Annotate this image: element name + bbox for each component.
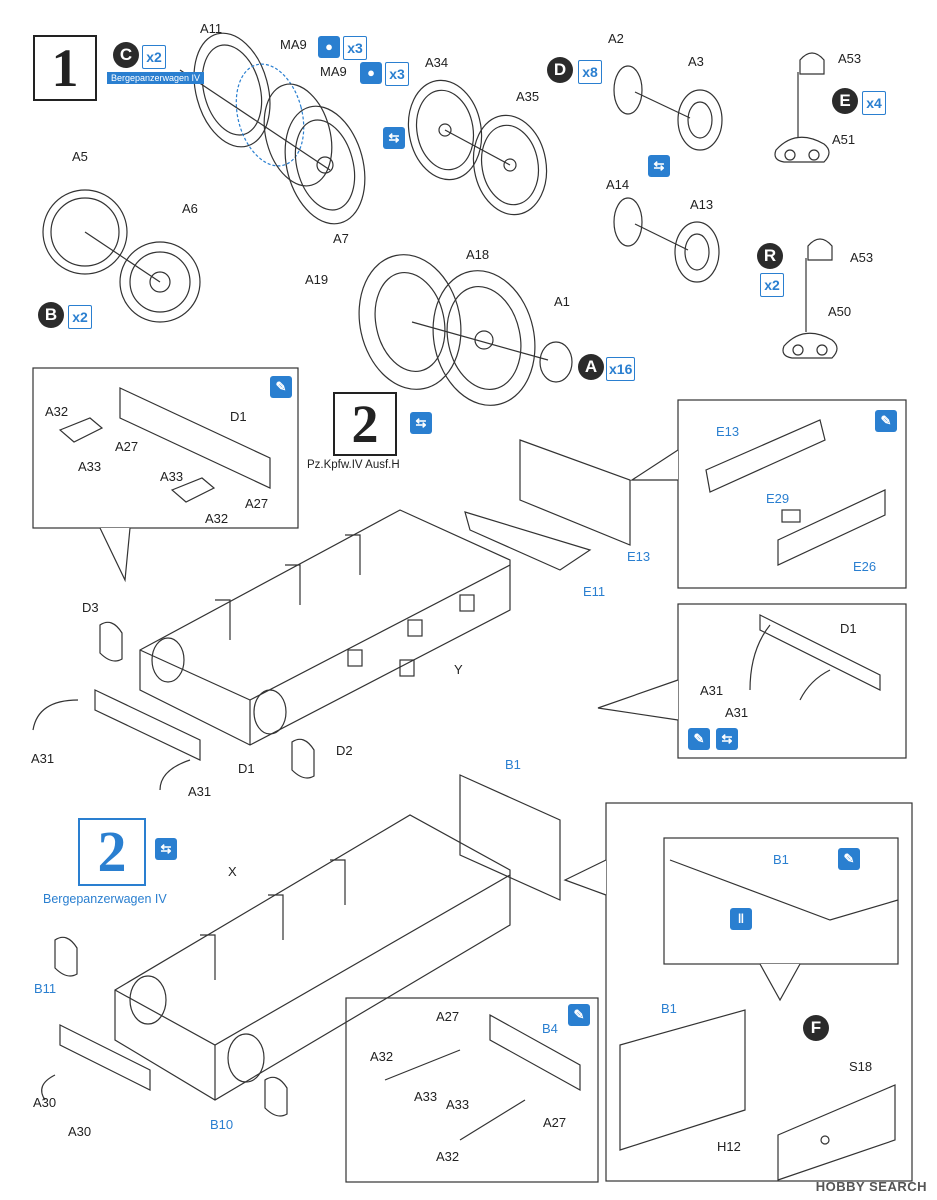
cement-icon: ✎ bbox=[270, 376, 292, 398]
part-label: B10 bbox=[210, 1117, 234, 1132]
part-label: D1 bbox=[230, 409, 247, 424]
part-label: A33 bbox=[446, 1097, 470, 1112]
cement-icon: ✎ bbox=[875, 410, 897, 432]
letter-d-badge: D bbox=[547, 57, 573, 83]
part-label: A33 bbox=[78, 459, 102, 474]
part-label: A35 bbox=[516, 89, 540, 104]
part-label: MA9 bbox=[280, 37, 307, 52]
part-label: A5 bbox=[72, 149, 88, 164]
part-label: A50 bbox=[828, 304, 852, 319]
part-label: B1 bbox=[773, 852, 789, 867]
wheel-a11 bbox=[193, 32, 271, 148]
mult-r: x2 bbox=[760, 273, 784, 297]
part-label: X bbox=[228, 864, 237, 879]
step-2-caption: Pz.Kpfw.IV Ausf.H bbox=[307, 459, 400, 471]
part-label: B1 bbox=[661, 1001, 677, 1016]
part-label: A53 bbox=[838, 51, 862, 66]
letter-a-badge: A bbox=[578, 354, 604, 380]
mult-ma9a: x3 bbox=[343, 36, 367, 60]
part-label: S18 bbox=[849, 1059, 873, 1074]
letter-c-badge: C bbox=[113, 42, 139, 68]
part-label: A14 bbox=[606, 177, 630, 192]
part-label: MA9 bbox=[320, 64, 347, 79]
paint-drop-icon: ● bbox=[360, 62, 382, 84]
part-label: A27 bbox=[436, 1009, 460, 1024]
mult-ma9b: x3 bbox=[385, 62, 409, 86]
mult-e: x4 bbox=[862, 91, 886, 115]
part-label: A33 bbox=[160, 469, 184, 484]
mirror-icon: ⇆ bbox=[410, 412, 432, 434]
mirror-icon: ⇆ bbox=[716, 728, 738, 750]
cement-icon: ✎ bbox=[838, 848, 860, 870]
part-label: H12 bbox=[717, 1139, 741, 1154]
mult-d: x8 bbox=[578, 60, 602, 84]
part-label: A6 bbox=[182, 201, 198, 216]
step-2-berge-caption: Bergepanzerwagen IV bbox=[43, 892, 167, 906]
part-label: D1 bbox=[840, 621, 857, 636]
variant-badge: Bergepanzerwagen IV bbox=[107, 72, 205, 84]
part-label: A32 bbox=[45, 404, 69, 419]
part-label: A31 bbox=[700, 683, 724, 698]
part-label: A34 bbox=[425, 55, 449, 70]
part-label: A31 bbox=[188, 784, 212, 799]
cement-icon: ✎ bbox=[688, 728, 710, 750]
part-label: A27 bbox=[245, 496, 269, 511]
part-label: Y bbox=[454, 662, 463, 677]
letter-f-badge: F bbox=[803, 1015, 829, 1041]
part-label: A51 bbox=[832, 132, 856, 147]
watermark: HOBBY SEARCH bbox=[815, 1179, 927, 1194]
part-label: A7 bbox=[333, 231, 349, 246]
ribbed-texture-icon: ‖ bbox=[730, 908, 752, 930]
step-1-box: 1 bbox=[33, 35, 97, 101]
part-label: A1 bbox=[554, 294, 570, 309]
part-label: E13 bbox=[627, 549, 651, 564]
mirror-icon: ⇆ bbox=[648, 155, 670, 177]
part-label: A19 bbox=[305, 272, 329, 287]
part-label: A30 bbox=[68, 1124, 92, 1139]
letter-e-badge: E bbox=[832, 88, 858, 114]
part-label: A13 bbox=[690, 197, 714, 212]
part-label: E29 bbox=[766, 491, 790, 506]
part-label: B1 bbox=[505, 757, 521, 772]
part-label: A53 bbox=[850, 250, 874, 265]
part-label: A30 bbox=[33, 1095, 57, 1110]
mult-b: x2 bbox=[68, 305, 92, 329]
part-label: A27 bbox=[115, 439, 139, 454]
part-label: A2 bbox=[608, 31, 624, 46]
mult-c: x2 bbox=[142, 45, 166, 69]
part-label: D2 bbox=[336, 743, 353, 758]
part-label: A32 bbox=[370, 1049, 394, 1064]
part-label: A27 bbox=[543, 1115, 567, 1130]
part-label: E13 bbox=[716, 424, 740, 439]
paint-drop-icon: ● bbox=[318, 36, 340, 58]
part-label: D1 bbox=[238, 761, 255, 776]
step-2-berge-box: 2 bbox=[78, 818, 146, 886]
part-label: D3 bbox=[82, 600, 99, 615]
part-label: E11 bbox=[583, 584, 606, 599]
cement-icon: ✎ bbox=[568, 1004, 590, 1026]
mult-a: x16 bbox=[606, 357, 636, 381]
part-label: B11 bbox=[34, 981, 57, 996]
part-label: A32 bbox=[436, 1149, 460, 1164]
mirror-icon: ⇆ bbox=[383, 127, 405, 149]
letter-r-badge: R bbox=[757, 243, 783, 269]
part-label: A11 bbox=[200, 21, 223, 36]
part-label: A33 bbox=[414, 1089, 438, 1104]
part-label: A31 bbox=[31, 751, 55, 766]
part-label: A18 bbox=[466, 247, 490, 262]
part-label: A31 bbox=[725, 705, 749, 720]
letter-b-badge: B bbox=[38, 302, 64, 328]
part-label: A3 bbox=[688, 54, 704, 69]
part-label: B4 bbox=[542, 1021, 558, 1036]
step-2-box: 2 bbox=[333, 392, 397, 456]
part-label: A32 bbox=[205, 511, 229, 526]
mirror-icon: ⇆ bbox=[155, 838, 177, 860]
part-label: E26 bbox=[853, 559, 877, 574]
